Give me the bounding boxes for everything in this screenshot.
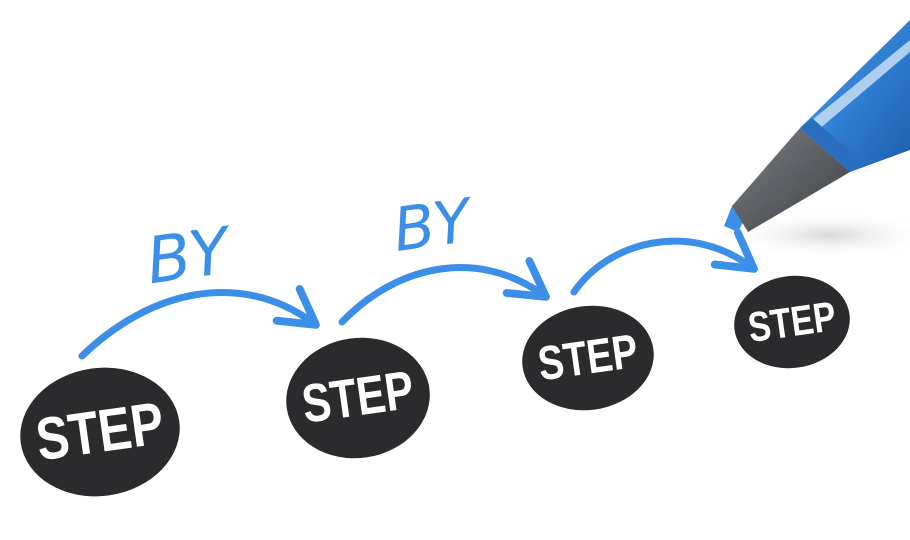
pen-band bbox=[800, 118, 862, 172]
pen-shadow bbox=[720, 210, 910, 260]
arrow-2 bbox=[338, 257, 550, 326]
step-badge-1: STEP bbox=[20, 367, 180, 497]
pen-cone bbox=[732, 128, 850, 232]
step-badge-4: STEP bbox=[734, 275, 850, 369]
step-badge-2: STEP bbox=[286, 337, 430, 459]
marker-pen bbox=[724, 20, 910, 232]
by-label-1: BY bbox=[142, 214, 238, 299]
by-label-2: BY bbox=[389, 185, 479, 266]
pen-stripe bbox=[812, 40, 910, 130]
arrow-3 bbox=[570, 228, 758, 296]
step-badge-3: STEP bbox=[522, 305, 654, 411]
arrow-1 bbox=[78, 284, 320, 360]
